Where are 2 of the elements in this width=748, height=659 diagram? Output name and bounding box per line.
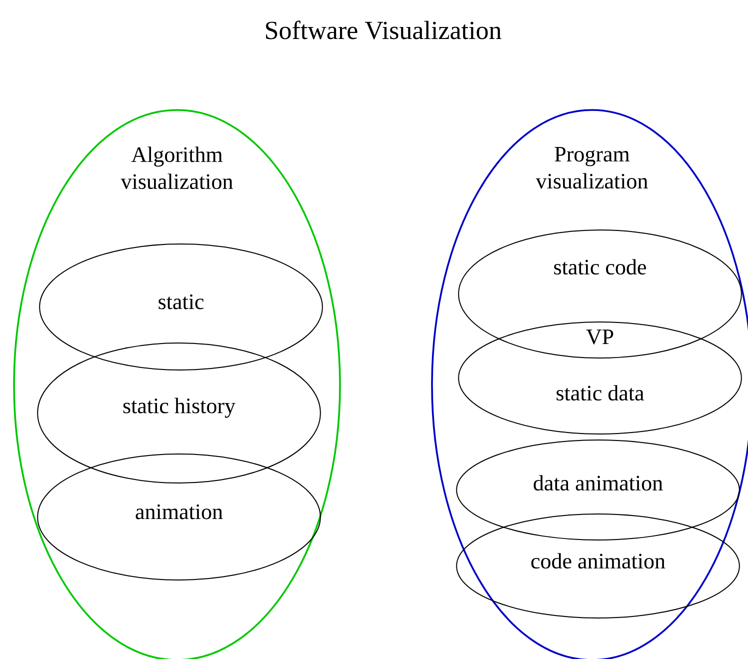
overlap-label: VP xyxy=(586,330,614,344)
title: Software Visualization xyxy=(266,20,502,40)
